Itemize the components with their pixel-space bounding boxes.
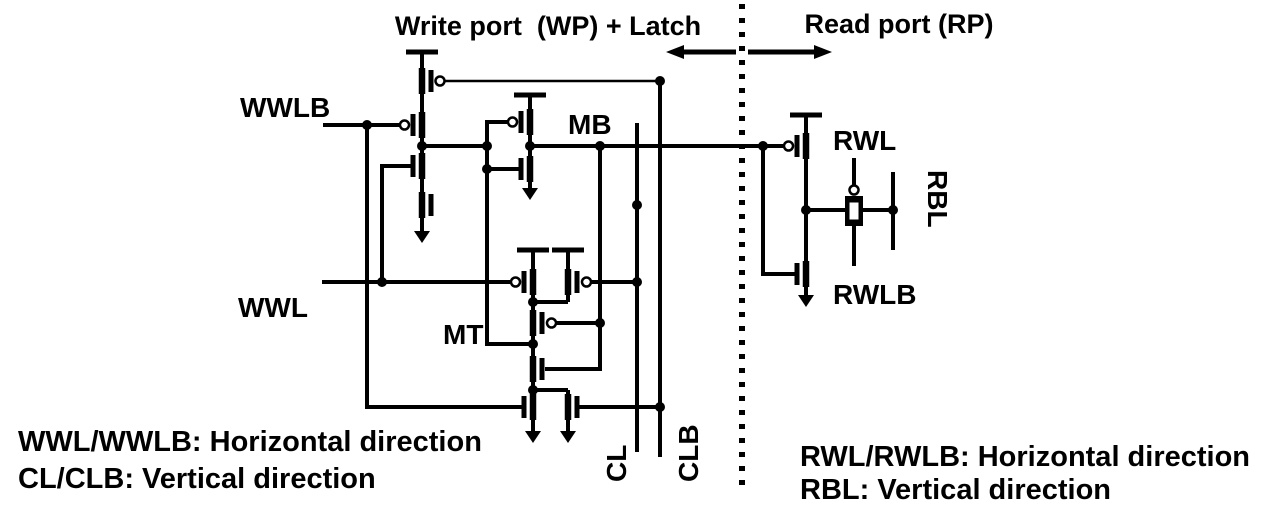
label-mt: MT [443, 319, 483, 350]
mt-vertical-wire [485, 120, 533, 346]
junction-dots [362, 76, 898, 412]
feedback-stack [509, 247, 660, 443]
note-read-directions-line2: RBL: Vertical direction [800, 474, 1111, 506]
ground-arrow-icon [414, 231, 430, 243]
write-stack [398, 49, 446, 243]
label-rbl: RBL [922, 170, 953, 228]
pmos-wwl-gate-bubble [509, 276, 522, 288]
read-nmos-gate-wire [761, 146, 797, 276]
pmos-cl-gate-bubble [580, 276, 593, 288]
wwlb-branch-to-bottom-nmos [365, 125, 524, 409]
mt-net [422, 120, 533, 346]
label-wwl: WWL [238, 292, 308, 323]
label-cl: CL [601, 445, 632, 482]
note-read-directions-line1: RWL/RWLB: Horizontal direction [800, 441, 1250, 473]
inverter-pmos-gate-bubble [506, 116, 519, 128]
wwl-branch-to-write-nmos [380, 164, 413, 282]
section-span-arrows [666, 45, 832, 59]
label-wwlb: WWLB [240, 92, 330, 123]
mb-net [530, 144, 783, 371]
ground-arrow-icon [798, 295, 814, 307]
feedback-pmos-gate-bubble [545, 317, 558, 329]
left-arrowhead-icon [666, 45, 684, 59]
ground-arrow-icon [522, 188, 538, 200]
pmos-wwlb-gate-bubble [398, 119, 411, 131]
pmos-clb-gate-bubble [434, 75, 446, 87]
label-rwlb: RWLB [833, 279, 916, 310]
label-rwl: RWL [833, 125, 896, 156]
transmission-gate-rwl-bubble [848, 184, 860, 196]
title-write-port: Write port (WP) + Latch [395, 11, 701, 41]
ground-arrow-icon-right [560, 431, 576, 443]
mb-feedback-vertical [545, 146, 602, 371]
wwlb-net [323, 123, 524, 409]
label-mb: MB [568, 109, 612, 140]
note-write-directions-line1: WWL/WWLB: Horizontal direction [18, 426, 482, 458]
ground-arrow-icon-left [525, 431, 541, 443]
transmission-gate-inner [849, 202, 859, 220]
title-read-port: Read port (RP) [805, 9, 994, 39]
label-clb: CLB [673, 424, 704, 482]
wwl-net [322, 164, 510, 284]
note-write-directions-line2: CL/CLB: Vertical direction [18, 463, 376, 495]
right-arrowhead-icon [814, 45, 832, 59]
read-pmos-gate-bubble [782, 140, 795, 152]
